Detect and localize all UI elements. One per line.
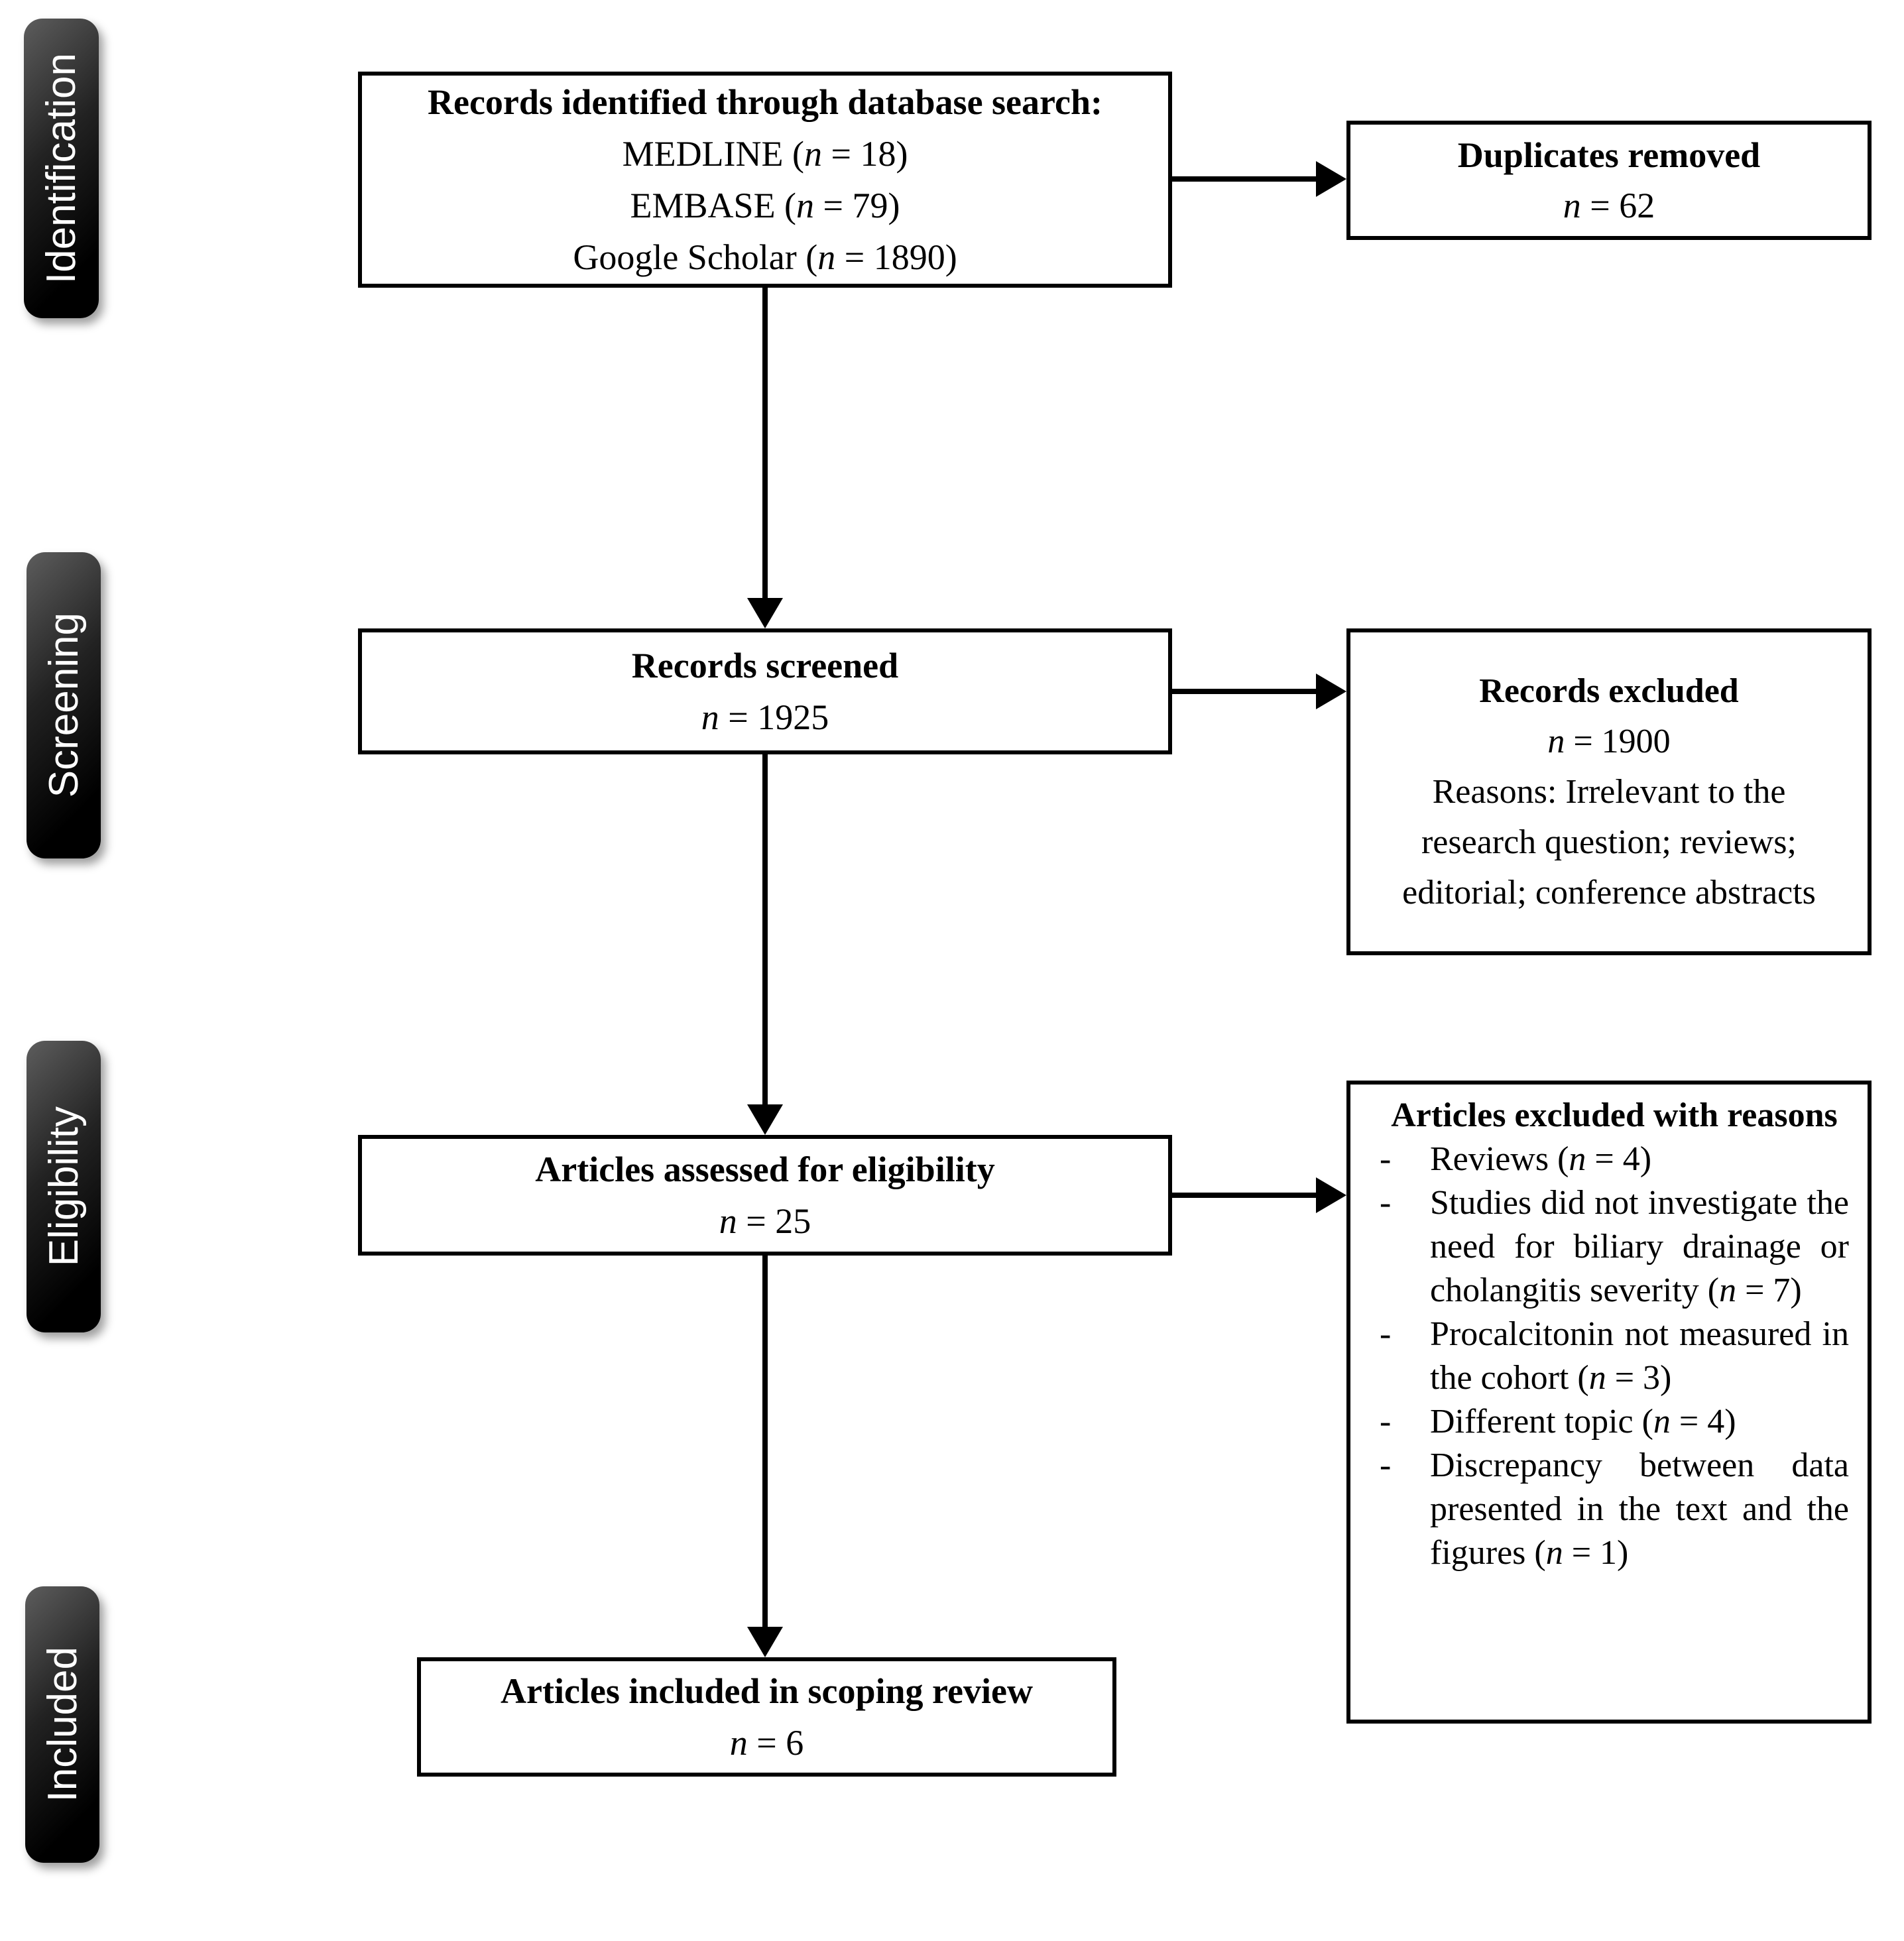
text-part: = 18) bbox=[822, 134, 908, 174]
box-articles-excluded: Articles excluded with reasons - Reviews… bbox=[1346, 1081, 1872, 1724]
text-part: Reviews ( bbox=[1430, 1140, 1569, 1178]
source-line-medline: MEDLINE (n = 18) bbox=[362, 128, 1168, 180]
exclusion-reason-item: - Procalcitonin not measured in the coho… bbox=[1380, 1313, 1849, 1400]
text-part: = 7) bbox=[1736, 1271, 1802, 1309]
box-title: Articles excluded with reasons bbox=[1391, 1096, 1838, 1134]
text-part: Discrepancy between data presented in th… bbox=[1430, 1446, 1849, 1572]
exclusion-reason-item: - Discrepancy between data presented in … bbox=[1380, 1444, 1849, 1575]
n-italic: n bbox=[1563, 186, 1581, 225]
text-part: = 1900 bbox=[1565, 722, 1671, 760]
box-records-identified: Records identified through database sear… bbox=[358, 72, 1172, 288]
source-line-embase: EMBASE (n = 79) bbox=[362, 180, 1168, 231]
stage-label-screening: Screening bbox=[27, 552, 101, 858]
n-italic: n bbox=[804, 134, 822, 174]
n-italic: n bbox=[1569, 1140, 1586, 1178]
text-part: = 4) bbox=[1586, 1140, 1652, 1178]
arrow-head-identified-to-duplicates bbox=[1316, 161, 1346, 197]
text-part: MEDLINE ( bbox=[622, 134, 804, 174]
text-part: = 4) bbox=[1670, 1403, 1736, 1441]
stage-label-text: Screening bbox=[40, 613, 87, 798]
reason-text: Reviews (n = 4) bbox=[1430, 1138, 1849, 1181]
stage-label-identification: Identification bbox=[24, 19, 99, 318]
arrow-head-identified-to-screened bbox=[747, 598, 783, 628]
arrow-head-assessed-to-included bbox=[747, 1627, 783, 1657]
box-title: Duplicates removed bbox=[1457, 135, 1761, 175]
text-part: Different topic ( bbox=[1430, 1403, 1653, 1441]
bullet-marker: - bbox=[1380, 1184, 1392, 1222]
text-part: Google Scholar ( bbox=[573, 237, 818, 277]
stage-label-text: Included bbox=[39, 1647, 86, 1802]
count-line: n = 25 bbox=[362, 1195, 1168, 1247]
n-italic: n bbox=[701, 697, 719, 737]
arrow-shaft-identified-to-duplicates bbox=[1172, 176, 1316, 182]
bullet-marker: - bbox=[1380, 1315, 1392, 1353]
box-articles-included: Articles included in scoping review n = … bbox=[417, 1657, 1116, 1777]
stage-label-included: Included bbox=[25, 1586, 99, 1863]
box-title: Records identified through database sear… bbox=[427, 82, 1102, 122]
box-records-screened: Records screened n = 1925 bbox=[358, 628, 1172, 754]
text-part: = 25 bbox=[737, 1201, 811, 1241]
count-line: n = 6 bbox=[421, 1717, 1112, 1769]
exclusion-reason-item: - Different topic (n = 4) bbox=[1380, 1400, 1849, 1444]
reason-text: Discrepancy between data presented in th… bbox=[1430, 1444, 1849, 1575]
n-italic: n bbox=[1719, 1271, 1737, 1309]
bullet-marker: - bbox=[1380, 1403, 1392, 1441]
arrow-shaft-screened-to-excluded bbox=[1172, 689, 1316, 694]
text-part: = 62 bbox=[1580, 186, 1655, 225]
arrow-shaft-screened-to-assessed bbox=[762, 754, 768, 1104]
arrow-head-screened-to-assessed bbox=[747, 1104, 783, 1135]
box-title: Articles included in scoping review bbox=[501, 1671, 1033, 1711]
text-part: = 1) bbox=[1563, 1534, 1629, 1572]
exclusion-reason-item: - Reviews (n = 4) bbox=[1380, 1138, 1849, 1181]
arrow-shaft-assessed-to-excluded bbox=[1172, 1193, 1316, 1198]
box-title: Records screened bbox=[631, 646, 899, 685]
count-line: n = 62 bbox=[1350, 180, 1868, 231]
arrow-head-assessed-to-excluded bbox=[1316, 1177, 1346, 1213]
text-part: = 6 bbox=[747, 1723, 804, 1763]
stage-label-text: Eligibility bbox=[40, 1106, 87, 1267]
count-line: n = 1925 bbox=[362, 691, 1168, 743]
text-part: = 3) bbox=[1606, 1359, 1672, 1397]
n-italic: n bbox=[796, 186, 815, 225]
text-part: = 1925 bbox=[719, 697, 829, 737]
box-duplicates-removed: Duplicates removed n = 62 bbox=[1346, 121, 1872, 240]
text-part: Studies did not investigate the need for… bbox=[1430, 1184, 1849, 1309]
reason-text: Different topic (n = 4) bbox=[1430, 1400, 1849, 1444]
reason-text: Procalcitonin not measured in the cohort… bbox=[1430, 1313, 1849, 1400]
n-italic: n bbox=[719, 1201, 737, 1241]
text-part: = 1890) bbox=[835, 237, 957, 277]
box-articles-assessed: Articles assessed for eligibility n = 25 bbox=[358, 1135, 1172, 1256]
box-title: Records excluded bbox=[1479, 672, 1739, 710]
exclusion-reason-item: - Studies did not investigate the need f… bbox=[1380, 1181, 1849, 1313]
stage-label-text: Identification bbox=[38, 52, 84, 284]
bullet-marker: - bbox=[1380, 1140, 1392, 1178]
arrow-head-screened-to-excluded bbox=[1316, 674, 1346, 709]
n-italic: n bbox=[1588, 1359, 1606, 1397]
n-italic: n bbox=[1547, 722, 1565, 760]
text-part: Procalcitonin not measured in the cohort… bbox=[1430, 1315, 1849, 1397]
bullet-marker: - bbox=[1380, 1446, 1392, 1484]
count-line: n = 1900 bbox=[1350, 717, 1868, 767]
stage-label-eligibility: Eligibility bbox=[27, 1041, 101, 1332]
n-italic: n bbox=[817, 237, 836, 277]
n-italic: n bbox=[729, 1723, 748, 1763]
reason-text: Studies did not investigate the need for… bbox=[1430, 1181, 1849, 1313]
arrow-shaft-assessed-to-included bbox=[762, 1256, 768, 1627]
box-title: Articles assessed for eligibility bbox=[535, 1149, 995, 1189]
n-italic: n bbox=[1653, 1403, 1671, 1441]
n-italic: n bbox=[1545, 1534, 1563, 1572]
arrow-shaft-identified-to-screened bbox=[762, 288, 768, 598]
text-part: = 79) bbox=[814, 186, 900, 225]
box-records-excluded: Records excluded n = 1900 Reasons: Irrel… bbox=[1346, 628, 1872, 955]
text-part: EMBASE ( bbox=[630, 186, 797, 225]
exclusion-reasons-text: Reasons: Irrelevant to the research ques… bbox=[1402, 772, 1816, 912]
source-line-google-scholar: Google Scholar (n = 1890) bbox=[362, 231, 1168, 283]
